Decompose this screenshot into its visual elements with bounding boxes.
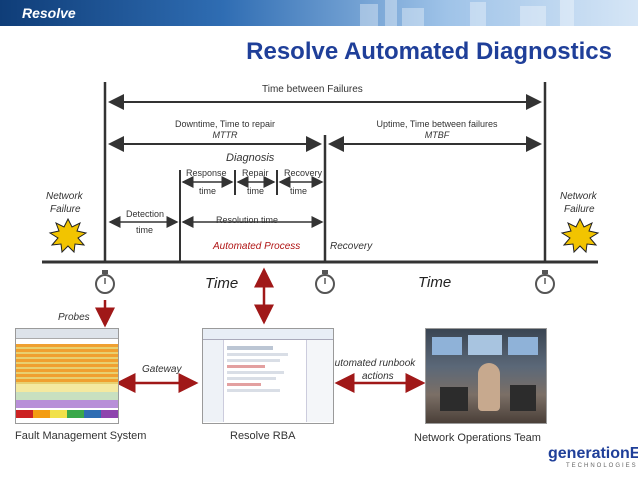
repair-time-label: time xyxy=(247,186,265,196)
network-failure-left-line2: Failure xyxy=(50,204,81,215)
uptime-label: Uptime, Time between failures xyxy=(376,119,498,129)
network-failure-right-line1: Network xyxy=(560,191,597,202)
runbook-label-line1: Automated runbook xyxy=(328,358,416,369)
recovery-time-label: time xyxy=(290,186,308,196)
mttr-label: MTTR xyxy=(212,130,238,140)
header-banner xyxy=(0,0,638,26)
stopwatch-icon xyxy=(315,270,335,294)
automated-process-label: Automated Process xyxy=(213,241,301,252)
downtime-label: Downtime, Time to repair xyxy=(174,119,276,129)
probes-label: Probes xyxy=(58,312,90,323)
stopwatch-icon xyxy=(535,270,555,294)
network-failure-left-line1: Network xyxy=(46,191,83,202)
fault-management-screenshot xyxy=(15,328,119,424)
detection-label: Detection xyxy=(126,209,165,219)
runbook-label-line2: actions xyxy=(362,371,394,382)
recovery-small-label: Recovery xyxy=(284,168,323,178)
failure-burst-icon xyxy=(560,217,600,254)
time-label-right: Time xyxy=(418,274,452,291)
response-label: Response xyxy=(186,168,227,178)
company-logo: generationE xyxy=(548,445,638,462)
network-failure-right-line2: Failure xyxy=(564,204,595,215)
resolution-time-label: Resolution time xyxy=(216,215,279,225)
recovery-label: Recovery xyxy=(330,241,373,252)
gateway-label: Gateway xyxy=(142,364,182,375)
resolve-rba-label: Resolve RBA xyxy=(230,430,296,442)
stopwatch-icon xyxy=(95,270,115,294)
brand-name: Resolve xyxy=(22,5,76,21)
time-between-failures-label: Time between Failures xyxy=(262,84,363,95)
detection-time-label: time xyxy=(136,225,154,235)
mtbf-label: MTBF xyxy=(424,130,450,140)
network-operations-label: Network Operations Team xyxy=(414,432,541,444)
time-label-left: Time xyxy=(205,275,239,292)
diagnosis-label: Diagnosis xyxy=(226,152,275,164)
response-time-label: time xyxy=(199,186,217,196)
fault-management-label: Fault Management System xyxy=(15,430,147,442)
network-operations-photo xyxy=(425,328,547,424)
slide-title: Resolve Automated Diagnostics xyxy=(246,38,612,65)
failure-burst-icon xyxy=(48,217,88,254)
company-logo-subtitle: TECHNOLOGIES xyxy=(566,463,638,469)
repair-label: Repair xyxy=(242,168,269,178)
resolve-rba-screenshot xyxy=(202,328,334,424)
